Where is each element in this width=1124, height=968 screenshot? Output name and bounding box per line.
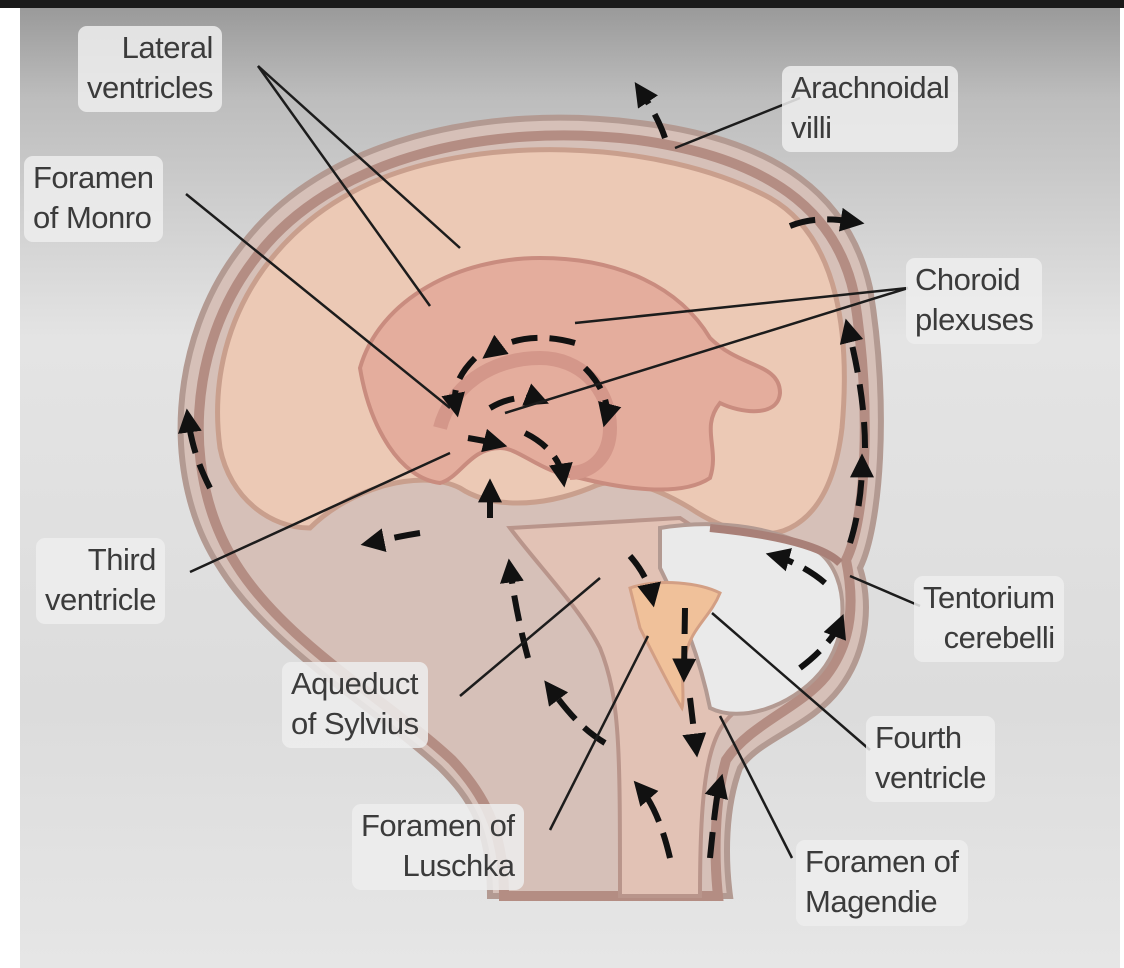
label-line: Magendie (805, 882, 959, 922)
label-aqueduct-of-sylvius: Aqueduct of Sylvius (282, 662, 428, 748)
label-line: plexuses (915, 300, 1033, 340)
label-line: Foramen of (805, 842, 959, 882)
label-line: Choroid (915, 260, 1033, 300)
label-choroid-plexuses: Choroid plexuses (906, 258, 1042, 344)
label-line: Lateral (87, 28, 213, 68)
label-line: Arachnoidal (791, 68, 949, 108)
top-border (0, 0, 1124, 8)
label-line: of Sylvius (291, 704, 419, 744)
label-line: ventricle (875, 758, 986, 798)
label-tentorium-cerebelli: Tentorium cerebelli (914, 576, 1064, 662)
label-fourth-ventricle: Fourth ventricle (866, 716, 995, 802)
label-line: Fourth (875, 718, 986, 758)
label-line: Tentorium (923, 578, 1055, 618)
label-line: Luschka (361, 846, 515, 886)
diagram-canvas: Lateral ventricles Arachnoidal villi For… (20, 8, 1120, 968)
label-line: Foramen (33, 158, 154, 198)
label-line: ventricles (87, 68, 213, 108)
label-line: ventricle (45, 580, 156, 620)
label-line: Third (45, 540, 156, 580)
label-lateral-ventricles: Lateral ventricles (78, 26, 222, 112)
label-line: cerebelli (923, 618, 1055, 658)
label-foramen-of-luschka: Foramen of Luschka (352, 804, 524, 890)
label-line: Aqueduct (291, 664, 419, 704)
label-arachnoidal-villi: Arachnoidal villi (782, 66, 958, 152)
label-line: villi (791, 108, 949, 148)
label-line: of Monro (33, 198, 154, 238)
label-line: Foramen of (361, 806, 515, 846)
label-third-ventricle: Third ventricle (36, 538, 165, 624)
label-foramen-of-monro: Foramen of Monro (24, 156, 163, 242)
label-foramen-of-magendie: Foramen of Magendie (796, 840, 968, 926)
csf-circulation-diagram (20, 8, 1120, 968)
